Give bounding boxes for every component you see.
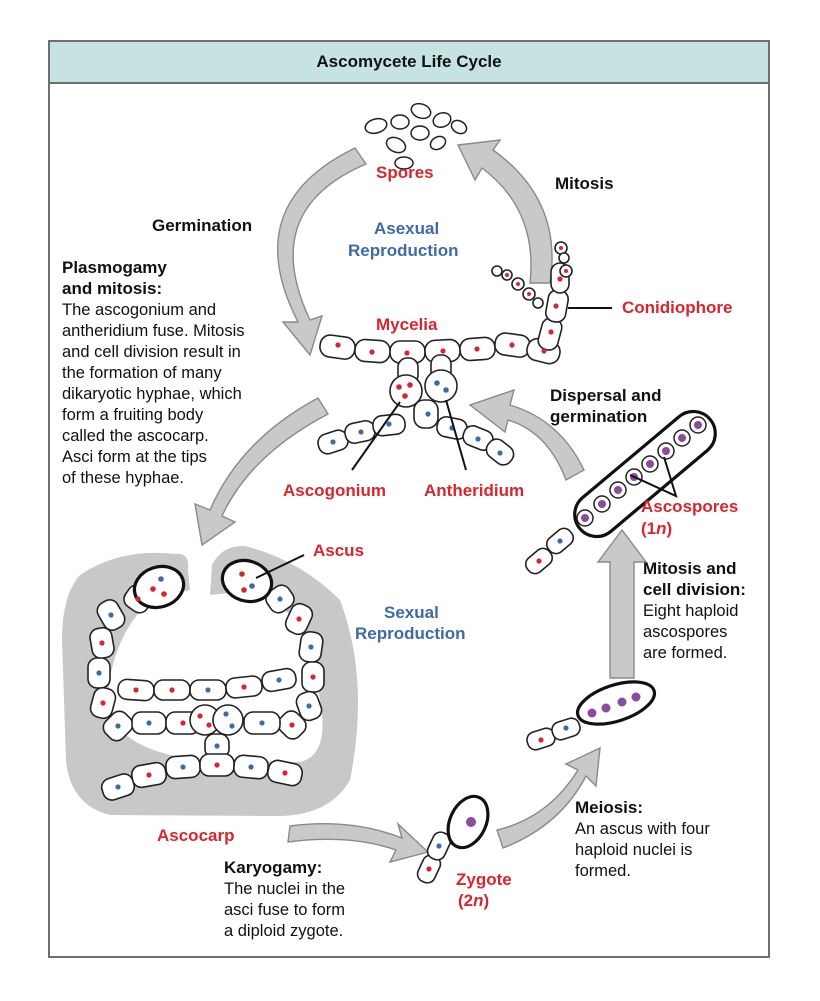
antheridium-leader [445,399,467,471]
label-reproduction-sexual: Reproduction [355,624,466,643]
ascus-leader [255,554,305,579]
plasmogamy-line: the formation of many [62,364,222,382]
conidium [558,252,570,264]
spore [450,119,468,135]
spore [394,156,414,170]
plasmogamy-line: Asci form at the tips [62,448,207,466]
arrow-plasmogamy [194,397,329,547]
gametangia [317,369,515,466]
label-mitosis: Mitosis [555,174,614,193]
plasmogamy-heading-2: and mitosis: [62,279,162,298]
label-mycelia: Mycelia [376,315,438,334]
label-ascospores: Ascospores [641,497,738,516]
label-ascospores-ploidy: (1n) [641,519,672,538]
mycelia-nuclei [335,246,568,356]
meiosis-line: An ascus with four [575,820,710,838]
meiosis-structure [526,680,657,751]
label-zygote-ploidy: (2n) [458,891,489,910]
label-sexual: Sexual [384,603,439,622]
label-reproduction-asexual: Reproduction [348,241,459,260]
ascus-left [132,564,186,610]
plasmogamy-description: Plasmogamy and mitosis: The ascogonium a… [62,258,245,487]
karyogamy-description: Karyogamy: The nuclei in the asci fuse t… [224,858,345,940]
arrow-mitosis-division [596,528,648,679]
karyogamy-heading: Karyogamy: [224,858,322,877]
meiosis-ascus [575,680,657,726]
label-ascocarp: Ascocarp [157,826,234,845]
arrow-mitosis [456,139,553,284]
fusion-cell [212,704,244,736]
ascospore-structure [524,409,717,575]
conidium [532,297,544,309]
mitosis-division-line: ascospores [643,623,727,641]
plasmogamy-line: The ascogonium and [62,301,216,319]
zygote-structure [416,794,490,884]
plasmogamy-line: called the ascocarp. [62,427,209,445]
antheridium-cell [424,369,458,403]
mitosis-division-heading: Mitosis and [643,559,737,578]
plasmogamy-line: antheridium fuse. Mitosis [62,322,245,340]
plasmogamy-line: of these hyphae. [62,469,184,487]
spore [364,117,388,135]
ascogonium-leader [351,401,401,471]
arrow-dispersal [468,388,585,482]
arrow-meiosis [496,746,601,849]
label-zygote: Zygote [456,870,512,889]
karyogamy-line: a diploid zygote. [224,922,343,940]
label-ascus: Ascus [313,541,364,560]
label-asexual: Asexual [374,219,439,238]
spore [410,102,432,120]
mitosis-division-line: are formed. [643,644,727,662]
gametangia-nuclei [330,380,503,456]
plasmogamy-line: and cell division result in [62,343,241,361]
label-conidiophore: Conidiophore [622,298,732,317]
ascospores-leader [629,456,678,498]
spore [385,136,407,154]
spore [410,125,430,141]
label-spores: Spores [376,163,434,182]
spore [390,114,410,130]
arrow-karyogamy [287,821,430,864]
ascogonium-cell [389,374,423,408]
karyogamy-line: asci fuse to form [224,901,345,919]
label-ascogonium: Ascogonium [283,481,386,500]
arrow-germination [277,147,368,357]
ascocarp-nuclei [96,571,316,790]
label-antheridium: Antheridium [424,481,524,500]
ascocarp-body [62,545,358,816]
label-dispersal: Dispersal and [550,386,662,405]
plasmogamy-heading: Plasmogamy [62,258,167,277]
plasmogamy-line: dikaryotic hyphae, which [62,385,242,403]
spore-cluster [364,102,468,170]
label-dispersal-germination: germination [550,407,647,426]
label-germination: Germination [152,216,252,235]
spore [429,135,447,151]
karyogamy-line: The nuclei in the [224,880,345,898]
meiosis-heading: Meiosis: [575,798,643,817]
mitosis-division-line: Eight haploid [643,602,738,620]
meiosis-description: Meiosis: An ascus with four haploid nucl… [575,798,710,880]
meiosis-line: formed. [575,862,631,880]
plasmogamy-line: form a fruiting body [62,406,204,424]
ascus-right [220,558,274,604]
meiosis-line: haploid nuclei is [575,841,692,859]
mitosis-division-heading-2: cell division: [643,580,746,599]
conidium [491,265,503,277]
spore [432,111,452,129]
diagram-title: Ascomycete Life Cycle [50,42,768,84]
mitosis-division-description: Mitosis and cell division: Eight haploid… [643,559,746,662]
